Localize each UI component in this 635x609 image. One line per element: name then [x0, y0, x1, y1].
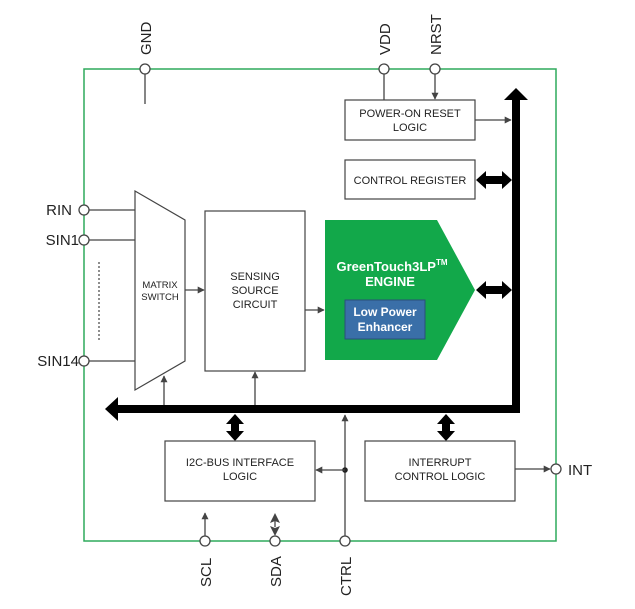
- pin-scl-terminal: [199, 535, 211, 547]
- pin-vdd: VDD: [377, 23, 394, 100]
- interrupt-control-label-2: CONTROL LOGIC: [395, 471, 486, 483]
- sensing-source-label-3: CIRCUIT: [233, 299, 278, 311]
- control-register-bus-arrow: [476, 171, 512, 189]
- pin-ctrl-label: CTRL: [338, 557, 355, 596]
- sensing-source-label-2: SOURCE: [231, 285, 278, 297]
- pin-sin14: SIN14: [37, 353, 135, 370]
- pin-sda: SDA: [268, 513, 285, 587]
- engine-name-label: GreenTouch3LPTM: [336, 258, 447, 274]
- bus-arrowhead-left: [105, 397, 118, 421]
- pin-vdd-label: VDD: [377, 23, 394, 55]
- bus-arrowhead-up: [504, 88, 528, 100]
- interrupt-bus-arrow: [437, 414, 455, 441]
- pin-int: INT: [515, 462, 592, 479]
- chip-outline: [83, 68, 557, 542]
- power-on-reset-label-2: LOGIC: [393, 122, 427, 134]
- pin-sda-label: SDA: [268, 556, 285, 587]
- engine-bus-arrow: [476, 281, 512, 299]
- matrix-switch-label-1: MATRIX: [142, 280, 178, 291]
- pin-sin1-label: SIN1: [46, 232, 79, 249]
- pin-scl: SCL: [198, 512, 215, 587]
- pin-int-terminal: [550, 463, 562, 475]
- control-register-label: CONTROL REGISTER: [354, 175, 467, 187]
- low-power-enhancer-block: Low Power Enhancer: [344, 299, 426, 340]
- pin-sin14-terminal: [78, 355, 90, 367]
- pin-sin14-label: SIN14: [37, 353, 79, 370]
- sensing-source-label-1: SENSING: [230, 271, 280, 283]
- i2c-interface-label-1: I2C-BUS INTERFACE: [186, 457, 294, 469]
- interrupt-control-label-1: INTERRUPT: [409, 457, 472, 469]
- internal-bus: [118, 100, 520, 413]
- pin-sin1-terminal: [78, 234, 90, 246]
- control-register-block: CONTROL REGISTER: [344, 159, 476, 200]
- pin-gnd-label: GND: [138, 22, 155, 56]
- pin-sda-terminal: [269, 535, 281, 547]
- pin-ctrl-terminal: [339, 535, 351, 547]
- pin-gnd: GND: [138, 22, 155, 104]
- sensing-source-block: SENSING SOURCE CIRCUIT: [204, 210, 306, 372]
- pin-int-label: INT: [568, 462, 592, 479]
- low-power-enhancer-label-2: Enhancer: [358, 320, 413, 334]
- pin-nrst-terminal: [429, 63, 441, 75]
- power-on-reset-label-1: POWER-ON RESET: [359, 108, 461, 120]
- power-on-reset-block: POWER-ON RESET LOGIC: [344, 99, 476, 141]
- pin-ctrl: CTRL: [338, 535, 355, 596]
- pin-rin-terminal: [78, 204, 90, 216]
- i2c-interface-block: I2C-BUS INTERFACE LOGIC: [164, 440, 316, 502]
- pin-sin1: SIN1: [46, 232, 135, 249]
- matrix-switch-block: MATRIX SWITCH: [134, 189, 186, 392]
- interrupt-control-block: INTERRUPT CONTROL LOGIC: [364, 440, 516, 502]
- i2c-bus-arrow: [226, 414, 244, 441]
- i2c-interface-label-2: LOGIC: [223, 471, 257, 483]
- pin-scl-label: SCL: [198, 558, 215, 587]
- low-power-enhancer-label-1: Low Power: [353, 305, 417, 319]
- matrix-switch-label-2: SWITCH: [141, 292, 179, 303]
- pin-rin: RIN: [46, 202, 135, 219]
- pin-gnd-terminal: [139, 63, 151, 75]
- pin-rin-label: RIN: [46, 202, 72, 219]
- pin-vdd-terminal: [378, 63, 390, 75]
- engine-subtitle-label: ENGINE: [365, 274, 415, 289]
- trademark-symbol: TM: [436, 258, 448, 267]
- sda-bidirectional-arrow: [270, 513, 280, 536]
- pin-nrst-label: NRST: [428, 14, 445, 55]
- pin-nrst: NRST: [428, 14, 445, 100]
